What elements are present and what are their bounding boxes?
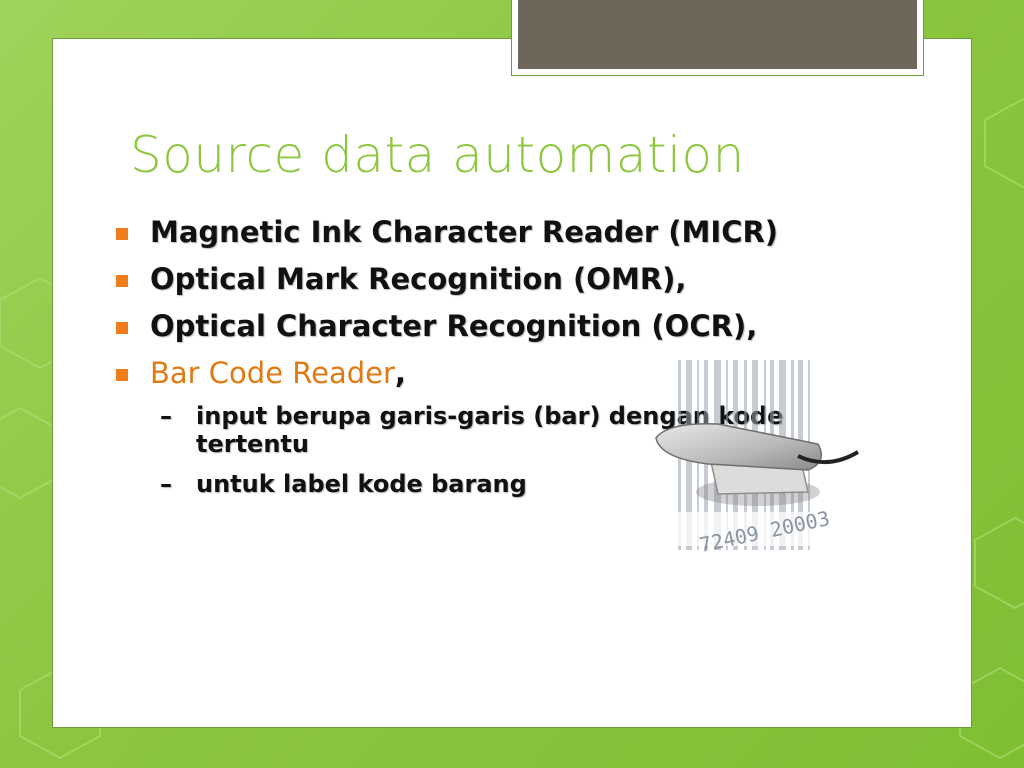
bullet-text: Optical Mark Recognition (OMR),	[150, 262, 687, 296]
bullet-text-highlight: Bar Code Reader	[150, 356, 395, 390]
bullet-micr: Magnetic Ink Character Reader (MICR)	[112, 210, 872, 257]
sub-bullet-bar-input: – input berupa garis-garis (bar) dengan …	[112, 402, 836, 458]
header-tab-panel	[518, 0, 917, 69]
bullet-ocr: Optical Character Recognition (OCR),	[112, 304, 872, 351]
square-bullet-icon	[116, 369, 128, 381]
bullet-text: Optical Character Recognition (OCR),	[150, 309, 758, 343]
barcode-scanner-icon: 72409 20003	[655, 360, 860, 557]
dash-bullet-icon: –	[160, 402, 172, 430]
bullet-tail-comma: ,	[394, 356, 406, 390]
square-bullet-icon	[116, 228, 128, 240]
sub-bullet-label: – untuk label kode barang	[112, 470, 836, 498]
square-bullet-icon	[116, 275, 128, 287]
bullet-text: Magnetic Ink Character Reader (MICR)	[150, 215, 779, 249]
sub-bullet-text: input berupa garis-garis (bar) dengan ko…	[196, 402, 784, 458]
slide-content-area	[52, 38, 972, 728]
header-tab	[511, 0, 924, 76]
sub-bullet-text: untuk label kode barang	[196, 470, 527, 498]
bullet-omr: Optical Mark Recognition (OMR),	[112, 257, 872, 304]
dash-bullet-icon: –	[160, 470, 172, 498]
slide-title: Source data automation	[130, 126, 745, 184]
bullet-bar-code-reader: Bar Code Reader,	[112, 351, 872, 398]
square-bullet-icon	[116, 322, 128, 334]
bullet-list: Magnetic Ink Character Reader (MICR) Opt…	[112, 210, 872, 510]
